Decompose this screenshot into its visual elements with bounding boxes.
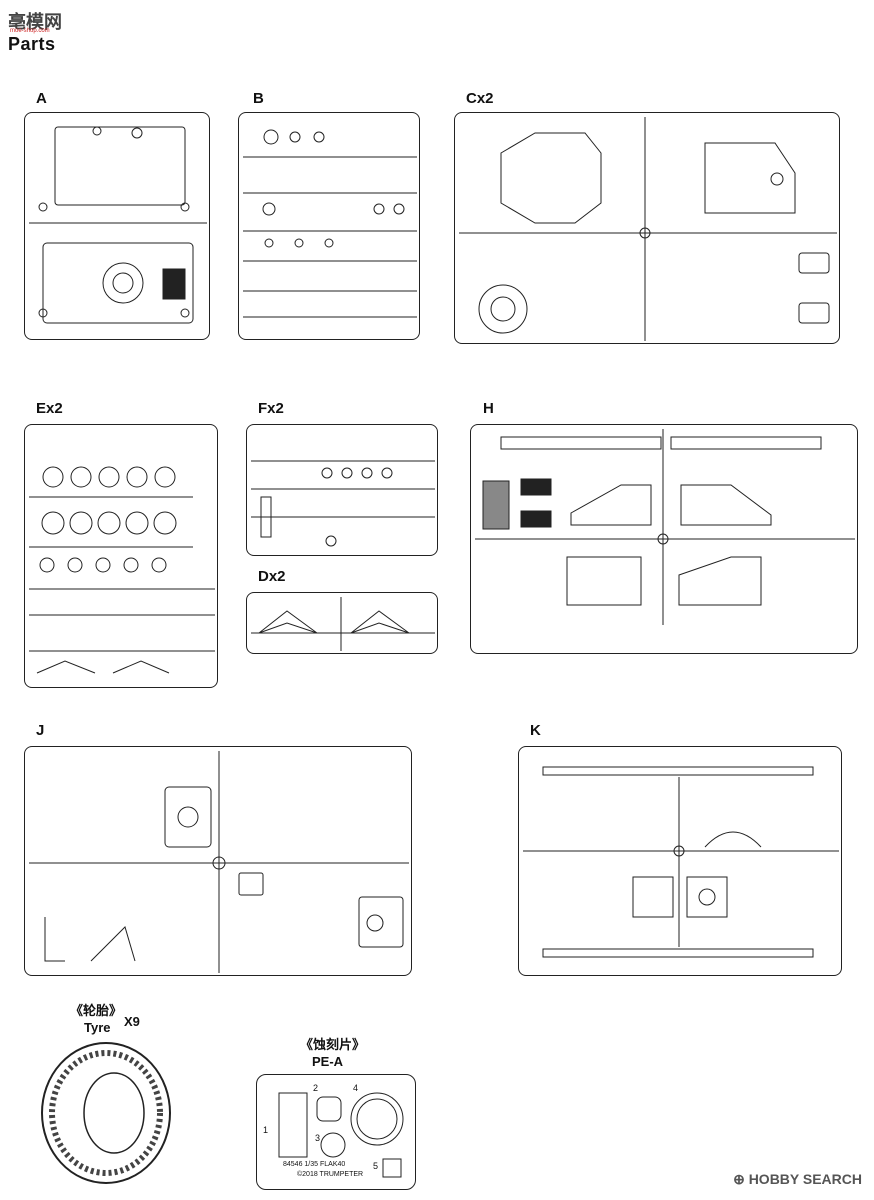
site-logo-subtext: moe-shop.com [10,28,50,34]
sprue-b-drawing [243,129,417,318]
sprue-frame-k [518,746,842,976]
pe-sheet: 1 2 3 4 5 84546 1/35 FLAK40 ©2018 TRUMPE… [256,1074,416,1190]
sprue-f-drawing [251,460,435,547]
hobby-search-logo: ⊕ HOBBY SEARCH [733,1171,862,1188]
pe-title-cn: 《蚀刻片》 [300,1037,366,1052]
sprue-label-k: K [530,722,541,739]
pe-part-number-4: 4 [353,1083,359,1093]
sprue-j-drawing [29,751,409,973]
sprue-d-drawing [251,597,435,651]
sprue-label-j: J [36,722,45,739]
tyre-title-en: Tyre [84,1020,111,1035]
page-title: Parts [8,34,56,54]
sprue-label-f: Fx2 [258,400,284,417]
sprue-label-b: B [253,90,264,107]
pe-parts-drawing [278,1092,404,1178]
site-logo: 亳模网 [8,12,62,32]
sprue-label-a: A [36,90,47,107]
sprue-h-drawing [475,429,855,625]
sprue-k-drawing [523,766,839,958]
hobby-search-text: HOBBY SEARCH [748,1171,862,1187]
sprue-frame-b [238,112,420,340]
sprue-a-drawing [29,126,207,324]
pe-part-number-1: 1 [263,1125,269,1135]
sprue-frame-h [470,424,858,654]
sprue-frame-c [454,112,840,344]
sprue-label-d: Dx2 [258,568,286,585]
sprue-frame-d [246,592,438,654]
sprue-frame-j [24,746,412,976]
tyre-icon [41,1042,171,1184]
sprue-label-c: Cx2 [466,90,494,107]
pe-part-number-5: 5 [373,1161,379,1171]
pe-title-en: PE-A [312,1054,344,1069]
sprue-label-e: Ex2 [36,400,63,417]
sprue-label-h: H [483,400,494,417]
pe-part-number-3: 3 [315,1133,321,1143]
sprue-e-drawing [29,466,215,674]
hobby-search-icon: ⊕ [733,1171,749,1187]
tyre-qty: X9 [124,1014,140,1029]
sprue-frame-a [24,112,210,340]
pe-imprint-line2: ©2018 TRUMPETER [297,1171,364,1178]
pe-imprint-line1: 84546 1/35 FLAK40 [283,1161,346,1168]
sprue-frame-e [24,424,218,688]
tyre-drawing [36,1038,176,1188]
sprue-frame-f [246,424,438,556]
pe-part-number-2: 2 [313,1083,319,1093]
sprue-c-drawing [459,117,837,341]
tyre-title-cn: 《轮胎》 [70,1003,123,1018]
